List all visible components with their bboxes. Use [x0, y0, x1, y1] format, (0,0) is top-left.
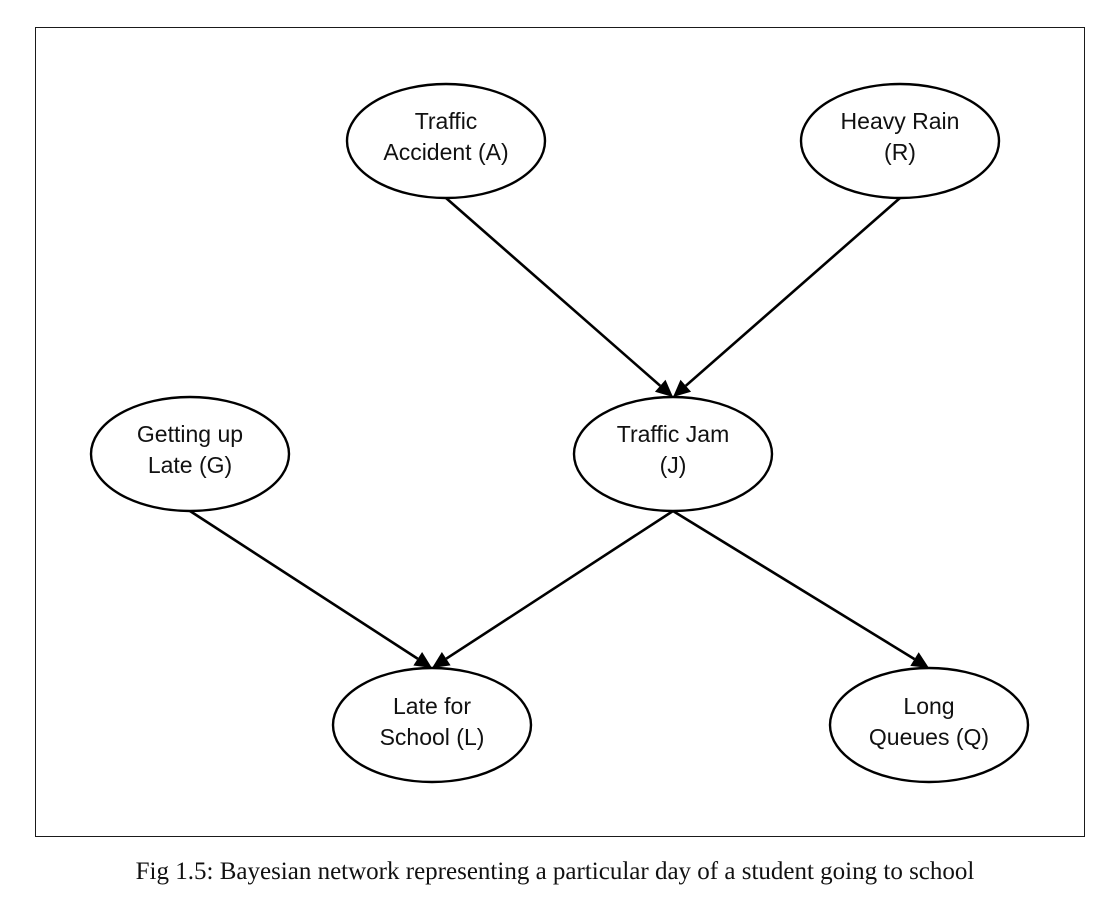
arrowhead-J-to-L	[432, 652, 451, 668]
node-Q: Long Queues (Q)	[828, 666, 1030, 784]
node-R-label-line-2: (R)	[884, 139, 916, 165]
arrowhead-A-to-J	[654, 379, 673, 397]
node-L-label-line-1: Late for	[393, 693, 471, 719]
node-Q-label-line-2: Queues (Q)	[869, 724, 989, 750]
node-L-label-line-2: School (L)	[380, 724, 485, 750]
figure-caption: Fig 1.5: Bayesian network representing a…	[135, 858, 975, 885]
node-G: Getting up Late (G)	[89, 395, 291, 513]
node-G-label-line-1: Getting up	[137, 421, 243, 447]
node-R: Heavy Rain (R)	[799, 82, 1001, 200]
node-J-label-line-2: (J)	[660, 452, 687, 478]
figure-frame	[35, 27, 1085, 837]
node-A-label-line-1: Traffic	[415, 108, 478, 134]
arrowhead-J-to-Q	[910, 652, 929, 668]
arrowhead-G-to-L	[413, 652, 432, 668]
edge-J-to-Q	[672, 509, 916, 661]
node-G-label-line-2: Late (G)	[148, 452, 232, 478]
node-J: Traffic Jam (J)	[572, 395, 774, 513]
node-A: Traffic Accident (A)	[345, 82, 547, 200]
node-A-label-line-2: Accident (A)	[383, 139, 508, 165]
node-R-label-line-1: Heavy Rain	[841, 108, 960, 134]
node-Q-label-line-1: Long	[903, 693, 954, 719]
node-L: Late for School (L)	[331, 666, 533, 784]
edge-R-to-J	[684, 197, 901, 387]
edges-layer	[189, 197, 929, 668]
edge-A-to-J	[445, 197, 662, 387]
edge-G-to-L	[189, 509, 419, 660]
node-J-label-line-1: Traffic Jam	[617, 421, 729, 447]
edge-J-to-L	[445, 509, 674, 660]
arrowhead-R-to-J	[673, 379, 692, 397]
